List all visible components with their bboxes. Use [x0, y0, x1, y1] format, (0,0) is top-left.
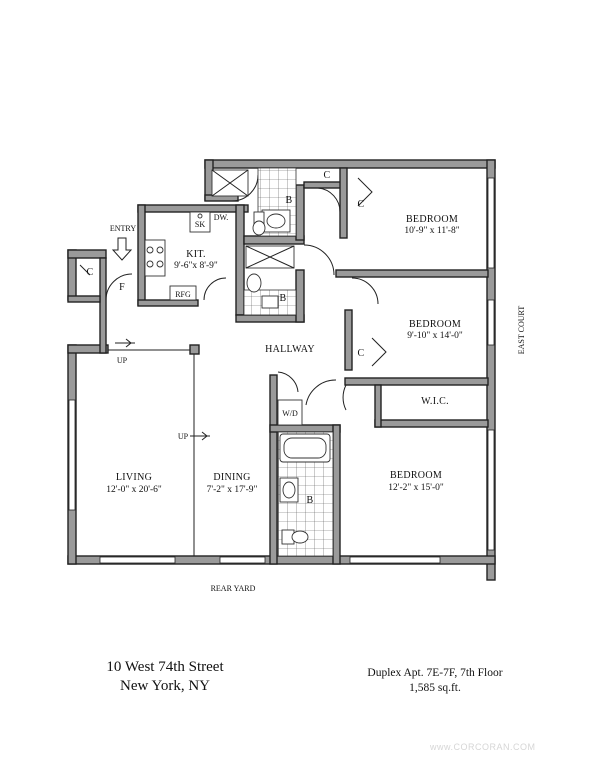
wic-label: W.I.C. — [421, 396, 449, 407]
living-label: LIVING — [116, 472, 152, 483]
watermark: www.CORCORAN.COM — [430, 742, 536, 752]
labels: BEDROOM 10'-9" x 11'-8" BEDROOM 9'-10" x… — [87, 170, 526, 593]
bedroom-3-label: BEDROOM — [390, 470, 442, 481]
unit-name: Duplex Apt. 7E-7F, 7th Floor — [367, 667, 503, 679]
foyer-label: F — [119, 282, 125, 293]
doors — [79, 174, 387, 411]
unit-area: 1,585 sq.ft. — [409, 682, 461, 694]
bedroom-3-dims: 12'-2" x 15'-0" — [388, 483, 444, 493]
living-dims: 12'-0" x 20'-6" — [106, 485, 162, 495]
closet-label: C — [358, 348, 365, 359]
up-label: UP — [178, 432, 189, 441]
kitchen-dims: 9'-6"x 8'-9" — [174, 261, 218, 271]
unit-block: Duplex Apt. 7E-7F, 7th Floor 1,585 sq.ft… — [355, 666, 515, 696]
bedroom-1-label: BEDROOM — [406, 214, 458, 225]
entry-label: ENTRY — [110, 224, 136, 233]
rear-yard-label: REAR YARD — [211, 584, 256, 593]
closet-label: C — [324, 170, 331, 181]
bedroom-2-label: BEDROOM — [409, 319, 461, 330]
dining-label: DINING — [213, 472, 250, 483]
up-label: UP — [117, 356, 128, 365]
fixtures — [111, 167, 334, 557]
dishwasher-label: DW. — [214, 213, 229, 222]
bedroom-1-dims: 10'-9" x 11'-8" — [404, 226, 459, 236]
sink-label: SK — [195, 220, 205, 229]
hallway-label: HALLWAY — [265, 344, 315, 355]
closet-label: C — [87, 267, 94, 278]
bedroom-2-dims: 9'-10" x 14'-0" — [407, 331, 463, 341]
address-block: 10 West 74th Street New York, NY — [95, 658, 235, 696]
washer-dryer-label: W/D — [282, 409, 298, 418]
dining-dims: 7'-2" x 17'-9" — [207, 485, 258, 495]
bath-label: B — [286, 195, 293, 206]
address-city: New York, NY — [119, 678, 210, 694]
refrigerator-label: RFG — [175, 290, 191, 299]
bath-label: B — [307, 495, 314, 506]
floor-plan: BEDROOM 10'-9" x 11'-8" BEDROOM 9'-10" x… — [67, 159, 526, 593]
bath-label: B — [280, 293, 287, 304]
address-street: 10 West 74th Street — [106, 659, 224, 675]
east-court-label: EAST COURT — [517, 306, 526, 355]
closet-label: C — [358, 199, 365, 210]
kitchen-label: KIT. — [186, 249, 206, 260]
